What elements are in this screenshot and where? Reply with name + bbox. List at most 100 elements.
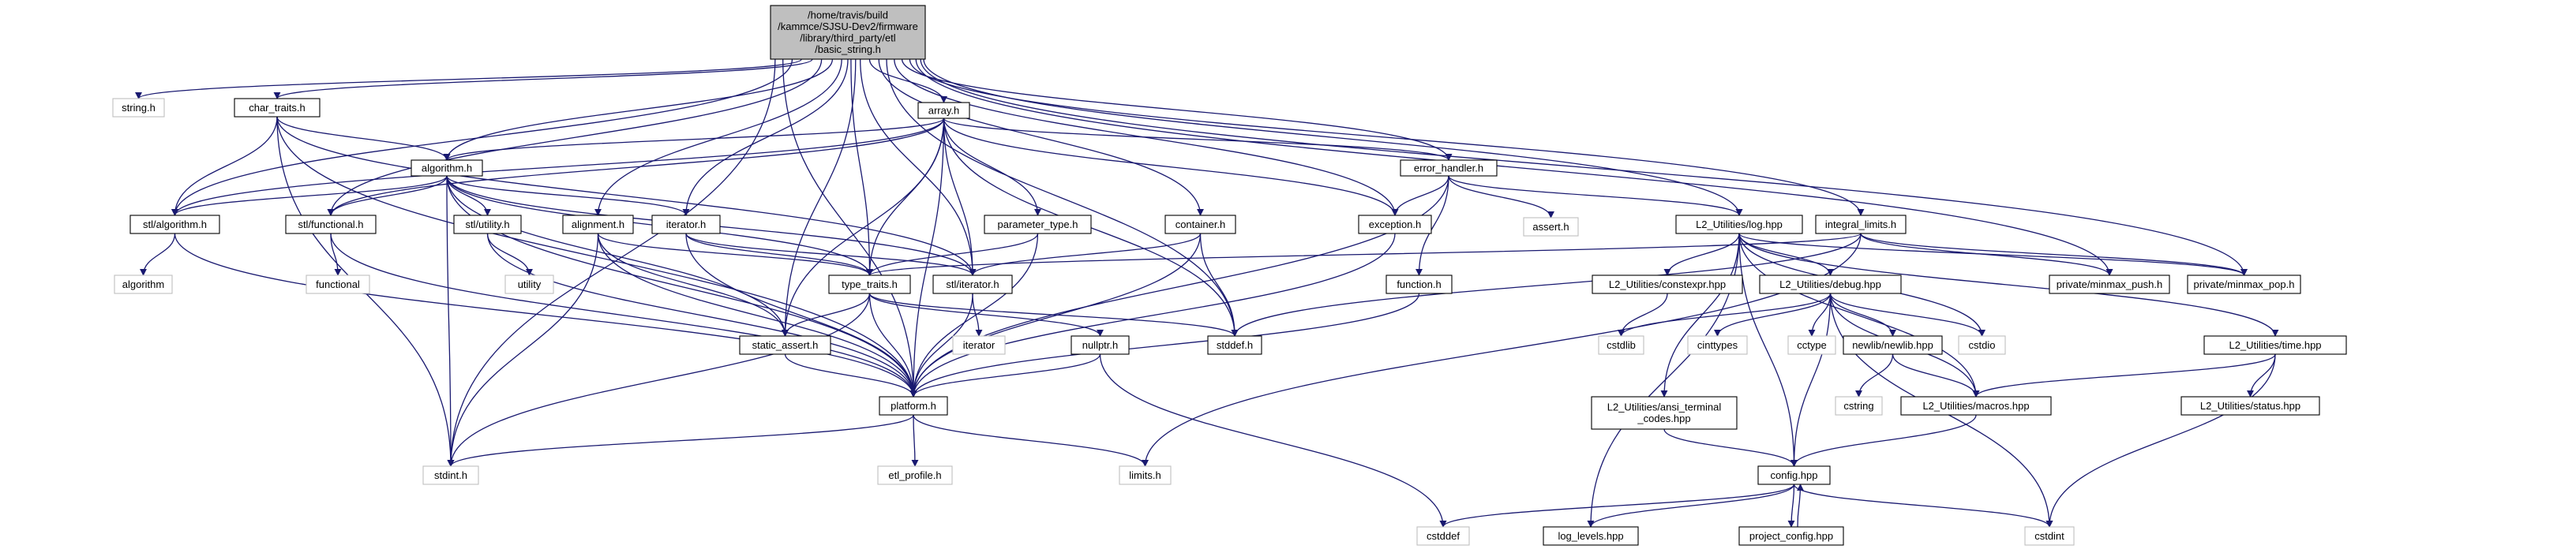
node-integral-limits-h[interactable]: integral_limits.h <box>1815 215 1907 234</box>
node-stl-iterator-h[interactable]: stl/iterator.h <box>932 274 1013 294</box>
node-root-basic-string-h[interactable]: /home/travis/build/kammce/SJSU-Dev2/firm… <box>770 5 926 60</box>
node-parameter-type-h[interactable]: parameter_type.h <box>984 215 1092 234</box>
node-label: limits.h <box>1129 469 1161 481</box>
node-label: assert.h <box>1532 221 1569 233</box>
node-iterator[interactable]: iterator <box>952 335 1006 355</box>
include-edge <box>685 233 977 276</box>
include-edge <box>171 118 945 216</box>
node-assert-h[interactable]: assert.h <box>1523 217 1579 237</box>
node-limits-h[interactable]: limits.h <box>1119 465 1172 485</box>
include-edge <box>682 58 849 216</box>
include-edge <box>1860 233 2113 276</box>
node-algorithm[interactable]: algorithm <box>114 274 173 294</box>
node-error-handler-h[interactable]: error_handler.h <box>1400 159 1498 177</box>
include-edge <box>1587 484 1795 528</box>
node-cinttypes[interactable]: cinttypes <box>1687 335 1748 355</box>
include-edge <box>878 58 1205 216</box>
include-edge <box>597 233 873 276</box>
node-algorithm-h[interactable]: algorithm.h <box>411 159 483 177</box>
node-box <box>1071 335 1130 355</box>
node-private-minmax-pop-h[interactable]: private/minmax_pop.h <box>2187 274 2301 294</box>
node-log-levels-hpp[interactable]: log_levels.hpp <box>1543 526 1639 546</box>
node-stl-utility-h[interactable]: stl/utility.h <box>453 215 522 234</box>
node-label: platform.h <box>891 400 936 412</box>
node-alignment-h[interactable]: alignment.h <box>562 215 634 234</box>
node-box <box>129 215 220 234</box>
node-label: cstddef <box>1427 530 1460 542</box>
node-etl-profile-h[interactable]: etl_profile.h <box>877 465 953 485</box>
include-edge <box>920 58 2248 276</box>
node-label: L2_Utilities/time.hpp <box>2229 339 2321 351</box>
node-cstring[interactable]: cstring <box>1835 396 1883 416</box>
node-nullptr-h[interactable]: nullptr.h <box>1071 335 1130 355</box>
node-cctype[interactable]: cctype <box>1787 335 1836 355</box>
node-function-h[interactable]: function.h <box>1385 274 1453 294</box>
node-string-h[interactable]: string.h <box>112 98 165 118</box>
node-functional[interactable]: functional <box>306 274 370 294</box>
node-box <box>1759 274 1902 294</box>
node-stl-functional-h[interactable]: stl/functional.h <box>285 215 377 234</box>
node-config-hpp[interactable]: config.hpp <box>1757 465 1831 485</box>
node-platform-h[interactable]: platform.h <box>879 396 948 416</box>
node-box <box>877 465 953 485</box>
include-edge <box>276 116 977 276</box>
node-array-h[interactable]: array.h <box>917 102 970 119</box>
node-cstdint[interactable]: cstdint <box>2024 526 2075 546</box>
node-label: newlib/newlib.hpp <box>1852 339 1933 351</box>
node-exception-h[interactable]: exception.h <box>1358 215 1432 234</box>
node-label: cinttypes <box>1697 339 1738 351</box>
node-label: exception.h <box>1369 218 1422 230</box>
node-box <box>879 396 948 416</box>
node-box <box>1385 274 1453 294</box>
node-label: static_assert.h <box>752 339 819 351</box>
node-project-config-hpp[interactable]: project_config.hpp <box>1738 526 1844 546</box>
node-label: integral_limits.h <box>1825 218 1896 230</box>
node-box <box>1787 335 1836 355</box>
include-edge <box>866 233 1039 276</box>
dependency-edges <box>135 58 2279 528</box>
node-label: log_levels.hpp <box>1558 530 1623 542</box>
node-label: parameter_type.h <box>998 218 1078 230</box>
node-l2-ansi-terminal-codes[interactable]: L2_Utilities/ansi_terminal_codes.hpp <box>1591 396 1738 430</box>
node-l2-constexpr-hpp[interactable]: L2_Utilities/constexpr.hpp <box>1592 274 1743 294</box>
include-edge <box>330 233 917 398</box>
node-cstdlib[interactable]: cstdlib <box>1598 335 1644 355</box>
node-box <box>952 335 1006 355</box>
node-stdint-h[interactable]: stdint.h <box>422 465 479 485</box>
node-l2-log-hpp[interactable]: L2_Utilities/log.hpp <box>1675 215 1803 234</box>
node-container-h[interactable]: container.h <box>1164 215 1236 234</box>
node-newlib-hpp[interactable]: newlib/newlib.hpp <box>1843 335 1943 355</box>
node-label: L2_Utilities/macros.hpp <box>1922 400 2029 412</box>
node-box <box>2049 274 2170 294</box>
include-edge <box>1199 233 1239 337</box>
node-char-traits-h[interactable]: char_traits.h <box>234 98 321 118</box>
node-label: L2_Utilities/debug.hpp <box>1779 278 1881 290</box>
include-edge <box>597 233 789 337</box>
node-label: type_traits.h <box>842 278 898 290</box>
include-edge <box>685 233 873 276</box>
include-edge <box>1738 233 1798 467</box>
node-type-traits-h[interactable]: type_traits.h <box>828 274 911 294</box>
node-iterator-h[interactable]: iterator.h <box>651 215 721 234</box>
node-stddef-h[interactable]: stddef.h <box>1207 335 1262 355</box>
include-edge <box>1738 233 2279 337</box>
node-l2-macros-hpp[interactable]: L2_Utilities/macros.hpp <box>1900 396 2052 416</box>
node-utility[interactable]: utility <box>504 274 554 294</box>
include-edge <box>943 118 977 276</box>
node-cstdio[interactable]: cstdio <box>1958 335 2006 355</box>
node-cstddef[interactable]: cstddef <box>1416 526 1470 546</box>
node-box <box>1416 526 1470 546</box>
node-private-minmax-push-h[interactable]: private/minmax_push.h <box>2049 274 2170 294</box>
node-label: container.h <box>1176 218 1226 230</box>
node-box <box>411 159 483 177</box>
node-static-assert-h[interactable]: static_assert.h <box>739 335 831 355</box>
node-box <box>1358 215 1432 234</box>
node-l2-status-hpp[interactable]: L2_Utilities/status.hpp <box>2180 396 2320 416</box>
node-l2-time-hpp[interactable]: L2_Utilities/time.hpp <box>2203 335 2347 355</box>
include-edge <box>443 58 834 161</box>
node-l2-debug-hpp[interactable]: L2_Utilities/debug.hpp <box>1759 274 1902 294</box>
node-box <box>2203 335 2347 355</box>
node-box <box>1592 274 1743 294</box>
node-label: error_handler.h <box>1414 162 1483 174</box>
node-stl-algorithm-h[interactable]: stl/algorithm.h <box>129 215 220 234</box>
